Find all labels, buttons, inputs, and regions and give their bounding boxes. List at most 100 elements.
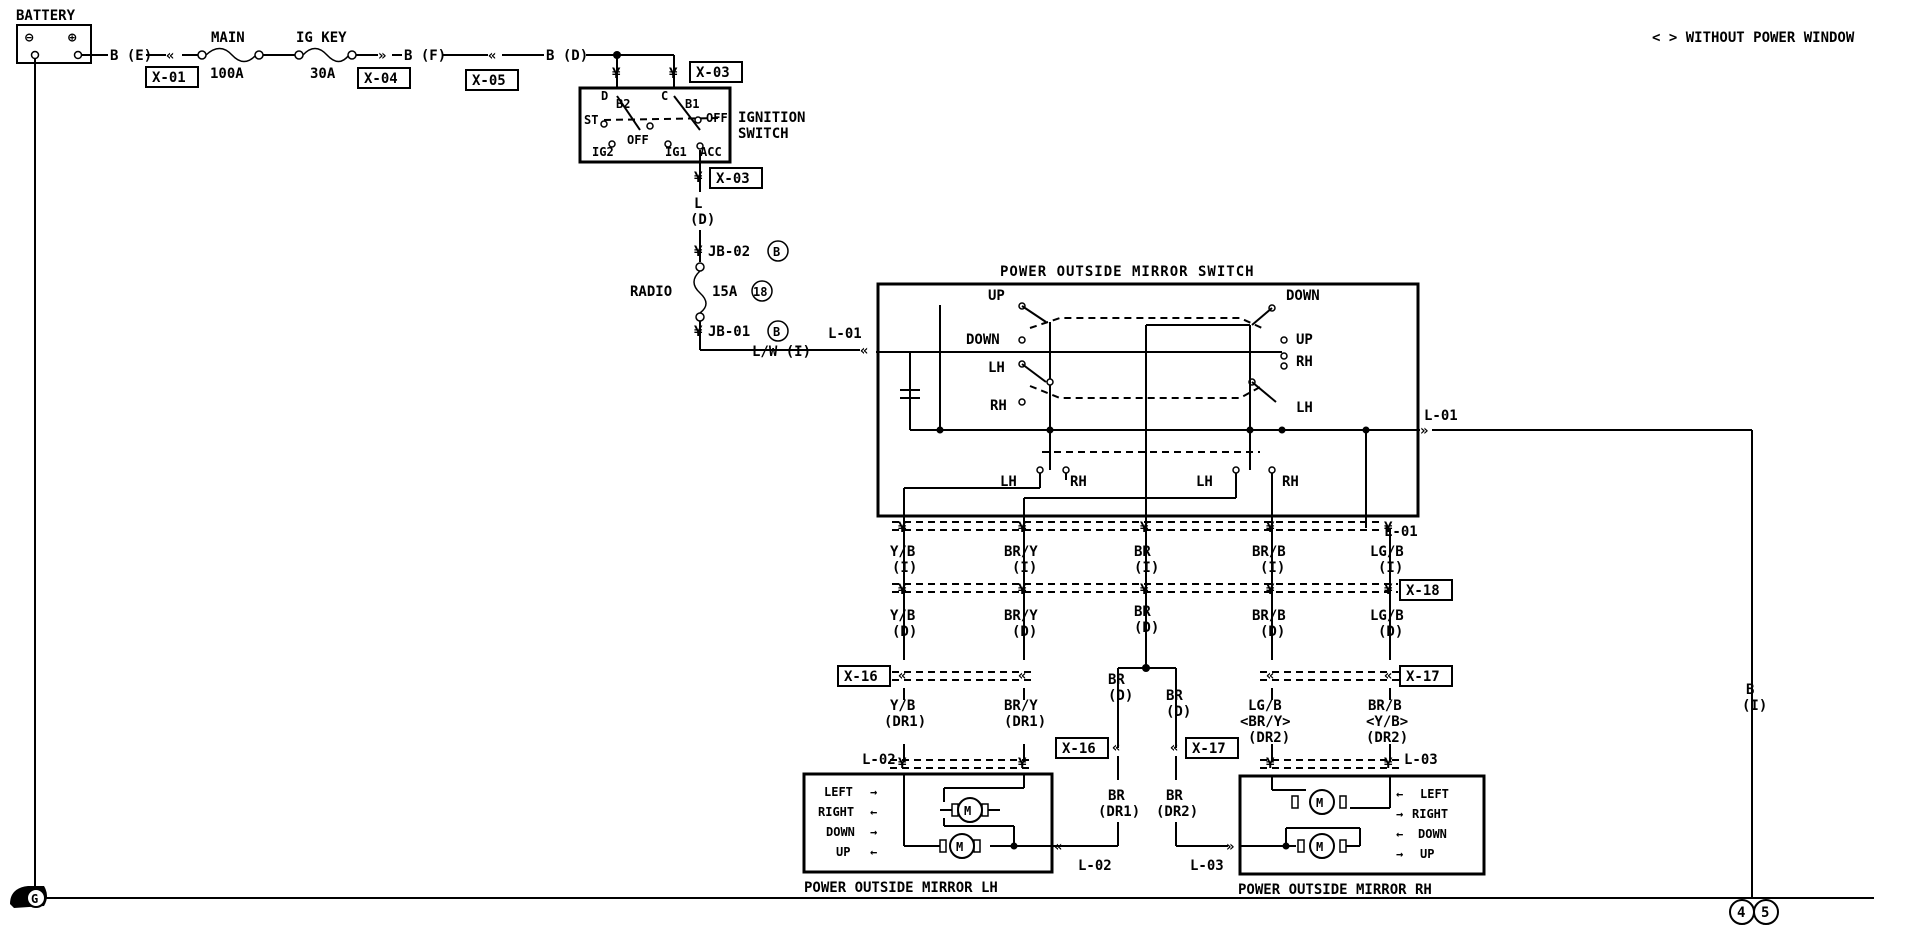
svg-text:BR/Y: BR/Y xyxy=(1004,608,1038,624)
svg-text:DOWN: DOWN xyxy=(966,332,1000,348)
svg-text:¥: ¥ xyxy=(1384,520,1393,536)
svg-text:BR/Y: BR/Y xyxy=(1004,544,1038,560)
svg-text:RIGHT: RIGHT xyxy=(818,805,854,819)
connector-x04 xyxy=(357,67,411,89)
svg-text:Y/B: Y/B xyxy=(890,608,915,624)
connector-x05 xyxy=(465,69,519,91)
svg-text:¥: ¥ xyxy=(898,756,907,772)
svg-text:LEFT: LEFT xyxy=(1420,787,1449,801)
svg-text:«: « xyxy=(1018,668,1026,684)
connector-x18 xyxy=(1399,579,1453,601)
svg-text:(D): (D) xyxy=(1134,620,1159,636)
svg-text:(I): (I) xyxy=(1260,560,1285,576)
wire-labels-row2: Y/B (D) BR/Y (D) BR (D) BR/B (D) LG/B (D… xyxy=(890,604,1404,640)
svg-text:BR/B: BR/B xyxy=(1252,608,1286,624)
svg-text:BR/B: BR/B xyxy=(1252,544,1286,560)
svg-text:M: M xyxy=(1316,840,1323,854)
connector-x16-top xyxy=(837,665,891,687)
svg-text:(D): (D) xyxy=(690,212,715,228)
connector-x17-top xyxy=(1399,665,1453,687)
svg-text:G: G xyxy=(31,892,38,906)
svg-text:Y/B: Y/B xyxy=(890,698,915,714)
wire-b-e: B (E) xyxy=(110,48,152,64)
mirror-rh: L-03 ¥ ¥ M M ← LEFT → RIGHT ← DOWN → UP … xyxy=(1190,752,1486,898)
svg-text:M: M xyxy=(964,804,971,818)
svg-text:M: M xyxy=(956,840,963,854)
svg-text:BR/B: BR/B xyxy=(1368,698,1402,714)
svg-text:BR: BR xyxy=(1166,788,1183,804)
connector-x17-top-label: X-17 xyxy=(1406,669,1440,685)
svg-text:DOWN: DOWN xyxy=(1418,827,1447,841)
svg-text:¥: ¥ xyxy=(612,66,621,82)
svg-text:LG/B: LG/B xyxy=(1370,608,1404,624)
connector-l02-top: L-02 xyxy=(862,752,896,768)
svg-text:¥: ¥ xyxy=(1384,582,1393,598)
svg-text:B: B xyxy=(1746,682,1754,698)
fuse-ig-key-rating: 30A xyxy=(310,66,336,82)
svg-text:LH: LH xyxy=(1000,474,1017,490)
svg-text:¥: ¥ xyxy=(1266,520,1275,536)
svg-text:ACC: ACC xyxy=(700,145,722,159)
svg-text:18: 18 xyxy=(753,285,767,299)
connector-x01-label: X-01 xyxy=(152,70,186,86)
svg-text:UP: UP xyxy=(1296,332,1313,348)
svg-text:BR: BR xyxy=(1134,544,1151,560)
svg-text:→: → xyxy=(1396,847,1403,861)
svg-text:(DR2): (DR2) xyxy=(1366,730,1408,746)
junction-jb01: JB-01 xyxy=(708,324,750,340)
svg-text:«: « xyxy=(898,668,906,684)
svg-text:IG2: IG2 xyxy=(592,145,614,159)
fuse-main-label: MAIN xyxy=(211,30,245,46)
svg-text:←: ← xyxy=(870,805,877,819)
svg-text:(D): (D) xyxy=(892,624,917,640)
ground-icon: G xyxy=(10,886,47,908)
junction-jb02: JB-02 xyxy=(708,244,750,260)
svg-text:«: « xyxy=(860,343,868,359)
svg-text:←: ← xyxy=(1396,787,1403,801)
wire-b-d: B (D) xyxy=(546,48,588,64)
svg-text:¥: ¥ xyxy=(1266,582,1275,598)
connector-l02-side: L-02 xyxy=(1078,858,1112,874)
svg-text:RH: RH xyxy=(1296,354,1313,370)
svg-text:¥: ¥ xyxy=(669,66,678,82)
connector-x16-top-label: X-16 xyxy=(844,669,878,685)
svg-text:L: L xyxy=(694,196,702,212)
svg-text:UP: UP xyxy=(1420,847,1434,861)
battery-negative-icon: ⊖ xyxy=(25,30,34,46)
svg-text:LG/B: LG/B xyxy=(1370,544,1404,560)
svg-text:(D): (D) xyxy=(1378,624,1403,640)
svg-text:UP: UP xyxy=(836,845,850,859)
svg-text:(DR1): (DR1) xyxy=(1004,714,1046,730)
svg-text:5: 5 xyxy=(1761,905,1769,921)
svg-text:RH: RH xyxy=(1070,474,1087,490)
svg-text:→: → xyxy=(870,785,877,799)
svg-text:(D): (D) xyxy=(1108,688,1133,704)
wire-labels-row3: Y/B (DR1) BR/Y (DR1) BR (D) BR (D) LG/B … xyxy=(884,672,1408,746)
svg-text:(DR1): (DR1) xyxy=(1098,804,1140,820)
svg-text:<BR/Y>: <BR/Y> xyxy=(1240,714,1291,730)
connector-x16-bottom xyxy=(1055,737,1109,759)
svg-text:¥: ¥ xyxy=(694,324,703,340)
svg-text:¥: ¥ xyxy=(1266,756,1275,772)
connector-x16-bottom-label: X-16 xyxy=(1062,741,1096,757)
mirror-rh-title: POWER OUTSIDE MIRROR RH xyxy=(1238,882,1432,898)
fuse-main: MAIN 100A xyxy=(197,30,264,82)
svg-text:«: « xyxy=(488,48,496,64)
svg-text:¥: ¥ xyxy=(694,170,703,186)
svg-text:→: → xyxy=(1396,807,1403,821)
connector-l03-top: L-03 xyxy=(1404,752,1438,768)
svg-text:(I): (I) xyxy=(1134,560,1159,576)
svg-text:«: « xyxy=(1266,668,1274,684)
fuse-ig-key: IG KEY 30A xyxy=(294,30,357,82)
connector-x03-bottom-label: X-03 xyxy=(716,171,750,187)
svg-text:¥: ¥ xyxy=(1384,756,1393,772)
svg-text:B: B xyxy=(773,245,780,259)
svg-text:BR: BR xyxy=(1134,604,1151,620)
wire-b-f: B (F) xyxy=(404,48,446,64)
mirror-switch-box xyxy=(876,282,1420,518)
svg-text:RH: RH xyxy=(990,398,1007,414)
svg-text:LG/B: LG/B xyxy=(1248,698,1282,714)
svg-text:«: « xyxy=(1384,668,1392,684)
connector-l03-side: L-03 xyxy=(1190,858,1224,874)
